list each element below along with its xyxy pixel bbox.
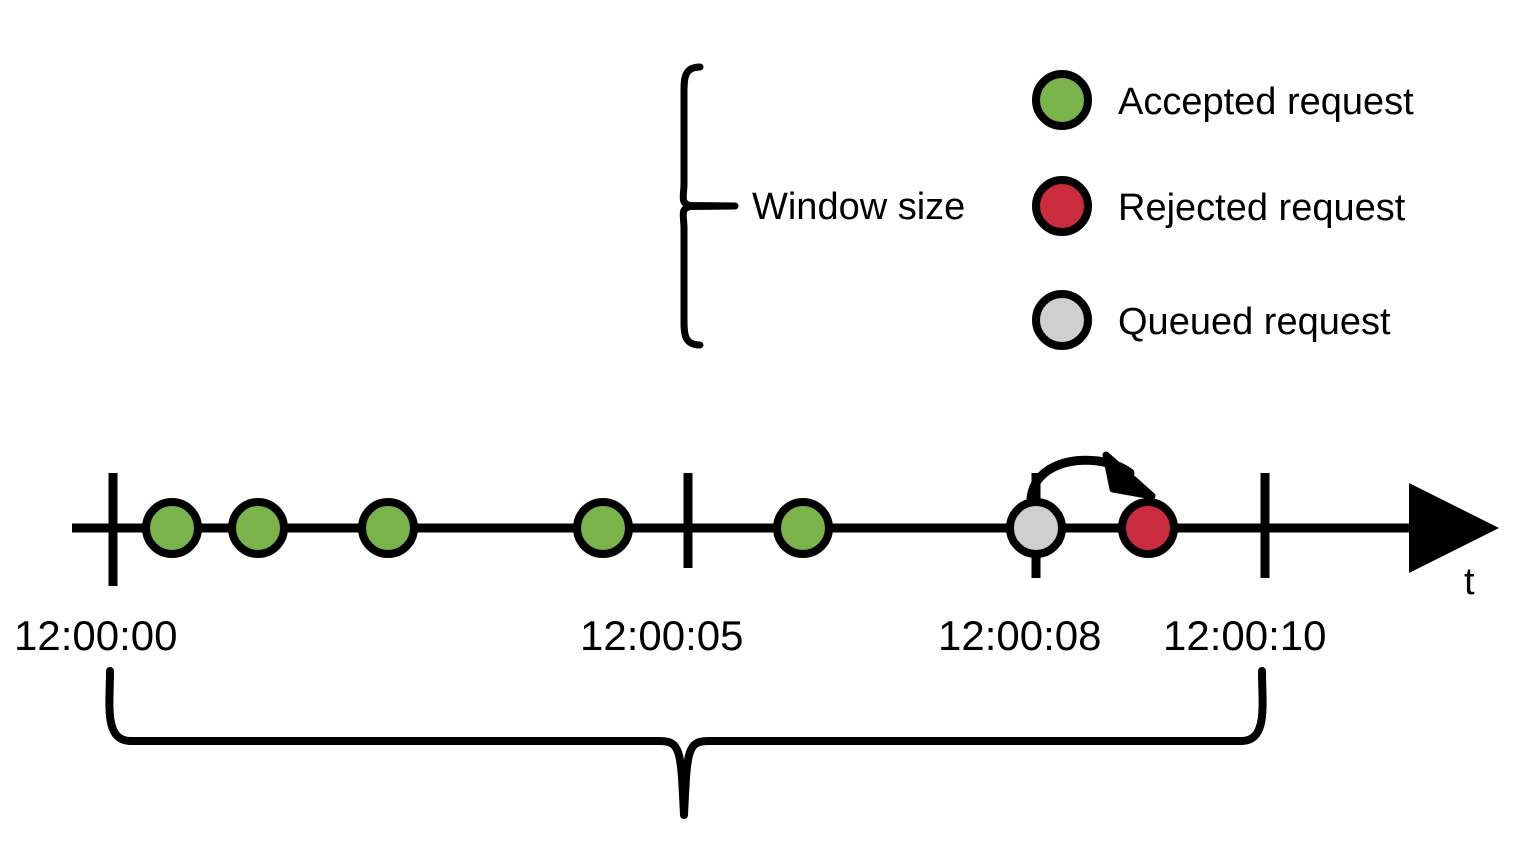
request-marker-accepted-5[interactable]: [773, 498, 833, 558]
request-marker-accepted-3[interactable]: [358, 498, 418, 558]
request-marker-queued-1[interactable]: [1006, 498, 1066, 558]
tick-label-1: 12:00:05: [580, 612, 744, 659]
request-marker-accepted-2[interactable]: [228, 498, 288, 558]
bottom-window-brace: [105, 667, 1267, 819]
legend: Accepted request Rejected request Queued…: [1032, 70, 1414, 350]
tick-label-3: 12:00:10: [1163, 612, 1327, 659]
legend-item-accepted[interactable]: Accepted request: [1032, 70, 1414, 130]
circle-icon: [1032, 290, 1092, 350]
axis-label-t: t: [1464, 561, 1475, 603]
request-markers: [142, 498, 1178, 558]
request-marker-accepted-1[interactable]: [142, 498, 202, 558]
legend-item-queued[interactable]: Queued request: [1032, 290, 1391, 350]
arrowhead-icon: [1102, 451, 1156, 500]
request-marker-accepted-4[interactable]: [573, 498, 633, 558]
legend-item-label-rejected: Rejected request: [1118, 187, 1406, 229]
tick-label-2: 12:00:08: [938, 612, 1102, 659]
window-size-brace: [679, 63, 739, 349]
legend-item-rejected[interactable]: Rejected request: [1032, 176, 1406, 236]
legend-item-label-queued: Queued request: [1118, 301, 1391, 343]
tick-labels: 12:00:00 12:00:05 12:00:08 12:00:10: [14, 612, 1327, 659]
window-size-label: Window size: [752, 186, 965, 228]
circle-icon: [1032, 176, 1092, 236]
request-marker-rejected-1[interactable]: [1118, 498, 1178, 558]
queued-to-rejected-arrow: [1026, 451, 1156, 503]
legend-item-label-accepted: Accepted request: [1118, 81, 1414, 123]
tick-label-0: 12:00:00: [14, 612, 178, 659]
circle-icon: [1032, 70, 1092, 130]
